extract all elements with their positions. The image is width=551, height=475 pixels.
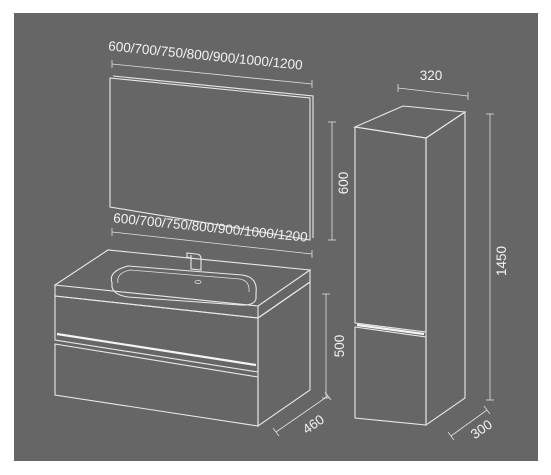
- column-height-label: 1450: [494, 246, 509, 276]
- cabinet-height-label: 500: [332, 335, 347, 358]
- faucet-icon: [186, 252, 202, 271]
- column-height-dimension: 1450: [486, 113, 509, 401]
- mirror-edge: [112, 75, 314, 238]
- tall-column: [353, 105, 467, 427]
- basin-bowl: [110, 265, 257, 306]
- drawing-background: [14, 13, 538, 461]
- cabinet-height-dimension: 500: [322, 293, 347, 399]
- column-side: [425, 110, 466, 427]
- column-width-label: 320: [420, 68, 443, 83]
- drawer-handle-groove: [56, 332, 257, 367]
- drain: [194, 279, 202, 284]
- basin-inner-rim: [117, 269, 250, 293]
- basin-cabinet: [53, 249, 312, 428]
- mirror-height-dimension: 600: [328, 121, 351, 241]
- cabinet-side: [257, 280, 311, 428]
- mirror-front: [109, 77, 311, 241]
- mirror: [109, 75, 314, 241]
- column-width-dimension: 320: [397, 68, 469, 100]
- mirror-height-label: 600: [336, 172, 351, 195]
- column-handle-groove: [356, 323, 425, 336]
